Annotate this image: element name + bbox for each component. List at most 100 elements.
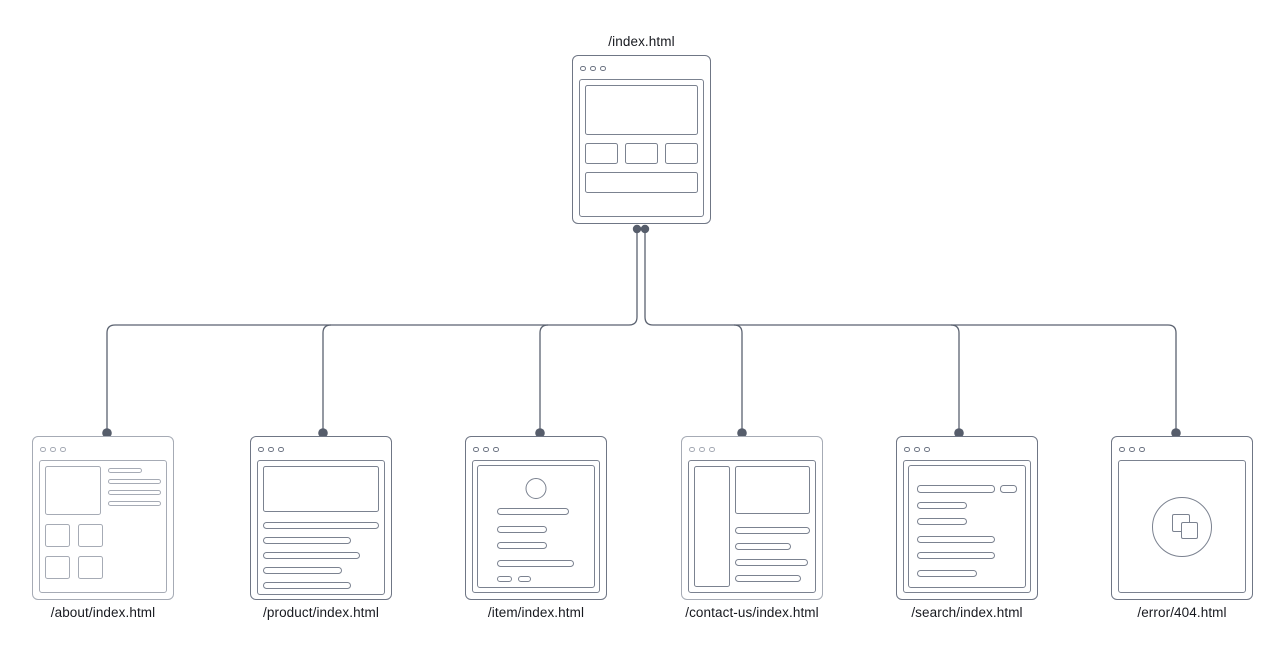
wireframe-feature-box [665,143,698,164]
connector-root-to-about [106,229,638,431]
wireframe-text-line [263,552,361,559]
window-titlebar [573,56,710,76]
connector-dot [640,224,650,234]
wireframe-viewport [39,460,167,593]
wireframe-hero [585,85,698,135]
window-control-dot-icon [689,446,695,453]
window-control-dot-icon [473,446,479,453]
wireframe-text-line [497,526,547,533]
window-titlebar [251,437,391,457]
window-control-dot-icon [1119,446,1125,453]
wireframe-sidebar [694,466,730,587]
window-control-dot-icon [914,446,920,453]
window-titlebar [33,437,173,457]
window-titlebar [897,437,1037,457]
search-input-placeholder [917,485,995,493]
wireframe-text-line [917,502,967,509]
wireframe-text-line [108,468,143,473]
wireframe-text-line [263,567,342,574]
error-pages-icon [1152,496,1212,557]
wireframe-viewport [579,79,704,217]
connector-branch-product [322,324,332,431]
page-window-contact-us[interactable] [681,436,823,600]
page-label-search: /search/index.html [911,605,1023,620]
wireframe-thumbnail [78,524,103,547]
page-window-about[interactable] [32,436,174,600]
window-titlebar [466,437,606,457]
wireframe-text-line [735,559,808,566]
wireframe-content-block [735,466,810,514]
wireframe-text-line [108,479,161,484]
wireframe-text-line [108,501,161,506]
window-control-dot-icon [699,446,705,453]
window-control-dot-icon [590,65,596,72]
window-control-dot-icon [600,65,606,72]
wireframe-thumbnail [45,556,70,579]
wireframe-text-line [108,490,161,495]
connector-root-to-error [644,229,1177,431]
wireframe-image-placeholder [45,466,101,515]
wireframe-text-line [497,560,574,567]
wireframe-viewport [1118,460,1246,593]
page-window-index[interactable] [572,55,711,224]
window-titlebar [1112,437,1252,457]
wireframe-button [518,576,531,582]
wireframe-viewport [257,460,385,595]
connector-branch-item [539,324,549,431]
wireframe-feature-box [625,143,658,164]
window-control-dot-icon [50,446,56,453]
wireframe-text-line [917,536,995,543]
window-control-dot-icon [258,446,264,453]
wireframe-thumbnail [45,524,70,547]
front-page-icon [1181,521,1198,539]
wireframe-text-line [735,543,791,550]
window-control-dot-icon [1129,446,1135,453]
wireframe-text-line [497,542,547,549]
window-control-dot-icon [1139,446,1145,453]
window-control-dot-icon [924,446,930,453]
wireframe-text-line [263,537,352,544]
window-control-dot-icon [60,446,66,453]
wireframe-feature-box [585,143,618,164]
wireframe-card [477,465,595,588]
window-control-dot-icon [268,446,274,453]
page-window-item[interactable] [465,436,607,600]
page-label-product: /product/index.html [263,605,379,620]
page-window-error-404[interactable] [1111,436,1253,600]
window-control-dot-icon [483,446,489,453]
window-control-dot-icon [278,446,284,453]
window-control-dot-icon [493,446,499,453]
page-label-item: /item/index.html [487,605,585,620]
wireframe-text-line [735,575,801,582]
window-titlebar [682,437,822,457]
wireframe-hero [263,466,379,512]
wireframe-viewport [688,460,816,593]
wireframe-viewport [903,460,1031,593]
search-button-placeholder [1000,485,1017,493]
window-control-dot-icon [580,65,586,72]
page-label-error-404: /error/404.html [1137,605,1227,620]
connector-branch-search [950,324,960,431]
connector-dot [632,224,642,234]
page-window-product[interactable] [250,436,392,600]
wireframe-text-line [735,527,810,534]
wireframe-viewport [472,460,600,593]
page-label-about: /about/index.html [50,605,156,620]
avatar-circle-icon [525,478,547,499]
wireframe-thumbnail [78,556,103,579]
page-window-search[interactable] [896,436,1038,600]
connector-branch-contact [733,324,743,431]
window-control-dot-icon [709,446,715,453]
wireframe-text-line [497,508,569,515]
wireframe-text-line [263,522,379,529]
wireframe-footer-bar [585,172,698,193]
window-control-dot-icon [904,446,910,453]
window-control-dot-icon [40,446,46,453]
wireframe-card [908,465,1026,588]
wireframe-text-line [917,552,995,559]
wireframe-text-line [917,570,977,577]
wireframe-text-line [917,518,967,525]
page-label-index: /index.html [608,34,675,49]
wireframe-button [497,576,512,582]
